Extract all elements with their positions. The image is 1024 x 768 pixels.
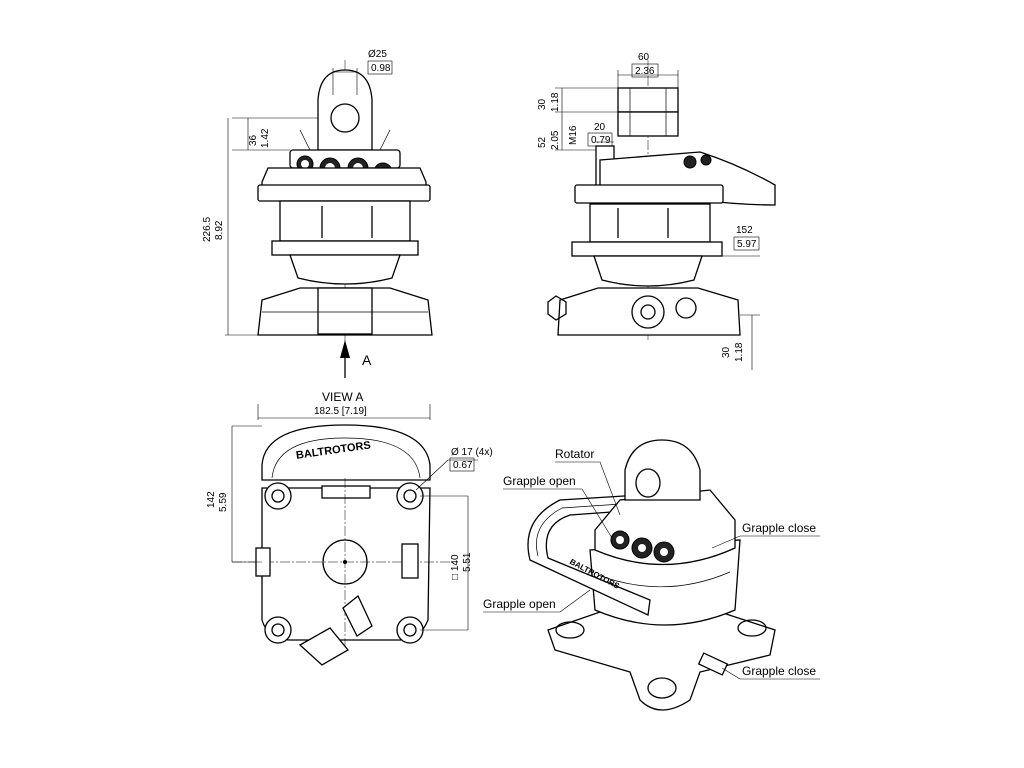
side-view: 60 2.36 30 1.18 52 2.05 M16 20 0.79 152 …	[537, 52, 776, 370]
dim-30-top: 30	[537, 98, 548, 110]
dim-142: 142	[206, 491, 217, 508]
dim-30-top-inch: 1.18	[550, 92, 561, 112]
dim-182: 182.5 [7.19]	[314, 406, 367, 417]
isometric-view: BALTROTORS Rotator Grapple open Grapple …	[483, 439, 820, 711]
dim-142-inch: 5.59	[218, 492, 229, 512]
dim-140: □ 140	[450, 554, 461, 580]
dim-hole-diameter: Ø 17 (4x)	[451, 447, 493, 458]
dim-20-inch: 0.79	[591, 135, 611, 146]
front-dimensions	[225, 68, 358, 378]
dim-36-inch: 1.42	[260, 128, 271, 148]
label-rotator: Rotator	[555, 447, 594, 461]
dim-diameter-top-inch: 0.98	[371, 63, 391, 74]
view-a-title: VIEW A	[322, 390, 363, 404]
dim-152: 152	[736, 225, 753, 236]
label-grapple-close-1: Grapple close	[742, 521, 816, 535]
iso-fittings	[610, 530, 675, 563]
dim-152-inch: 5.97	[737, 239, 757, 250]
dim-30-bottom: 30	[721, 346, 732, 358]
dim-140-inch: 5.51	[462, 552, 473, 572]
label-grapple-open-1: Grapple open	[503, 474, 576, 488]
dim-226: 226.5	[202, 217, 213, 242]
dim-226-inch: 8.92	[214, 220, 225, 240]
view-arrow-label: A	[362, 352, 372, 368]
view-a: VIEW A 182.5 [7.19] BALTROTORS	[206, 390, 493, 666]
dim-52-inch: 2.05	[550, 130, 561, 150]
dim-36: 36	[248, 134, 259, 146]
dim-60-inch: 2.36	[635, 66, 655, 77]
dim-diameter-top: Ø25	[368, 49, 387, 60]
dim-30-bottom-inch: 1.18	[734, 342, 745, 362]
callout-lines	[483, 461, 820, 680]
label-grapple-close-2: Grapple close	[742, 664, 816, 678]
front-view: Ø25 0.98 36 1.42 226.5 8.92 A	[202, 49, 433, 378]
dim-52: 52	[537, 136, 548, 148]
dim-hole-diameter-inch: 0.67	[453, 460, 473, 471]
thread-m16: M16	[568, 125, 579, 145]
dim-60: 60	[638, 52, 650, 63]
dim-20: 20	[594, 122, 606, 133]
side-dimensions	[555, 70, 760, 370]
label-grapple-open-2: Grapple open	[483, 597, 556, 611]
